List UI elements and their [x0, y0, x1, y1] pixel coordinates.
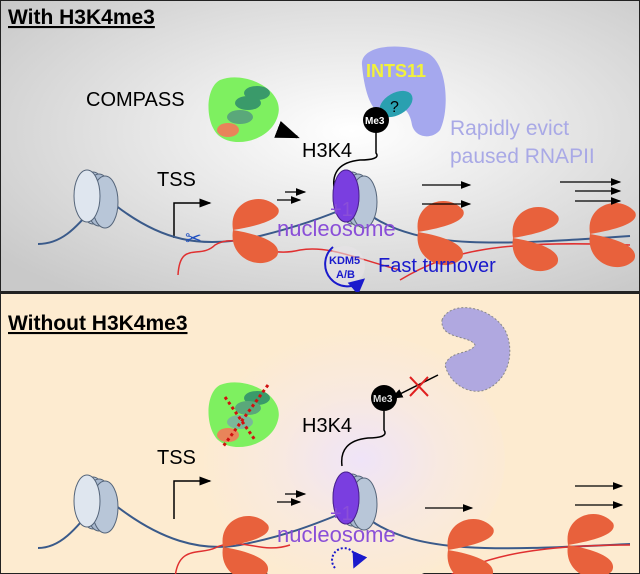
nucleosome-icon	[73, 474, 119, 534]
tss-label: TSS	[157, 447, 196, 469]
ints11-absent-icon	[441, 307, 511, 392]
h3k4-label: H3K4	[302, 140, 352, 162]
me3-mark-icon	[363, 107, 389, 133]
plus1-nucleosome-icon	[332, 169, 378, 229]
compass-complex-icon	[208, 77, 279, 143]
plus1-nucleosome-icon	[332, 471, 378, 531]
ints11-complex: INTS11 ?	[361, 46, 446, 137]
evict-text-2: paused RNAPII	[450, 145, 595, 168]
kdm5-label: KDM5	[329, 255, 360, 267]
bottom-panel: Without H3K4me3 Me3 H3K4 TSS	[0, 292, 640, 574]
h3k4-label: H3K4	[302, 415, 352, 437]
fast-turnover-label: Fast turnover	[378, 255, 496, 277]
transcription-arrows	[277, 178, 622, 208]
stalled-turnover-icon	[331, 547, 368, 569]
kdm5-ab-label: A/B	[336, 269, 355, 281]
blocked-arrow-icon	[390, 374, 439, 399]
nucleosome-label: nucleosome	[277, 216, 396, 241]
arrow-icon	[274, 121, 300, 139]
nucleosome-icon	[73, 169, 119, 229]
ints11-label: INTS11	[366, 61, 426, 81]
panel-title: With H3K4me3	[8, 6, 155, 29]
scissors-icon: ✂	[185, 228, 202, 250]
me3-label: Me3	[365, 116, 385, 127]
blocked-x-icon	[409, 376, 429, 397]
kdm5-turnover-icon: KDM5 A/B	[324, 246, 366, 295]
transcription-arrows	[277, 482, 624, 512]
compass-inactive-icon	[208, 382, 279, 449]
compass-label: COMPASS	[86, 89, 185, 111]
question-mark: ?	[390, 99, 399, 116]
me3-mark-lost-icon	[371, 385, 397, 411]
plus1-label: +1	[330, 199, 353, 221]
nucleosome-label: nucleosome	[277, 522, 396, 547]
plus1-label: +1	[330, 503, 353, 525]
evict-text-1: Rapidly evict	[450, 117, 569, 140]
top-panel: With H3K4me3 COMPASS H3K4 INTS11 ? Me3 R…	[0, 0, 640, 295]
tss-label: TSS	[157, 169, 196, 191]
panel-title: Without H3K4me3	[8, 312, 188, 335]
me3-label: Me3	[373, 394, 393, 405]
tss-arrow-icon	[173, 198, 212, 238]
tss-arrow-icon	[173, 476, 212, 519]
